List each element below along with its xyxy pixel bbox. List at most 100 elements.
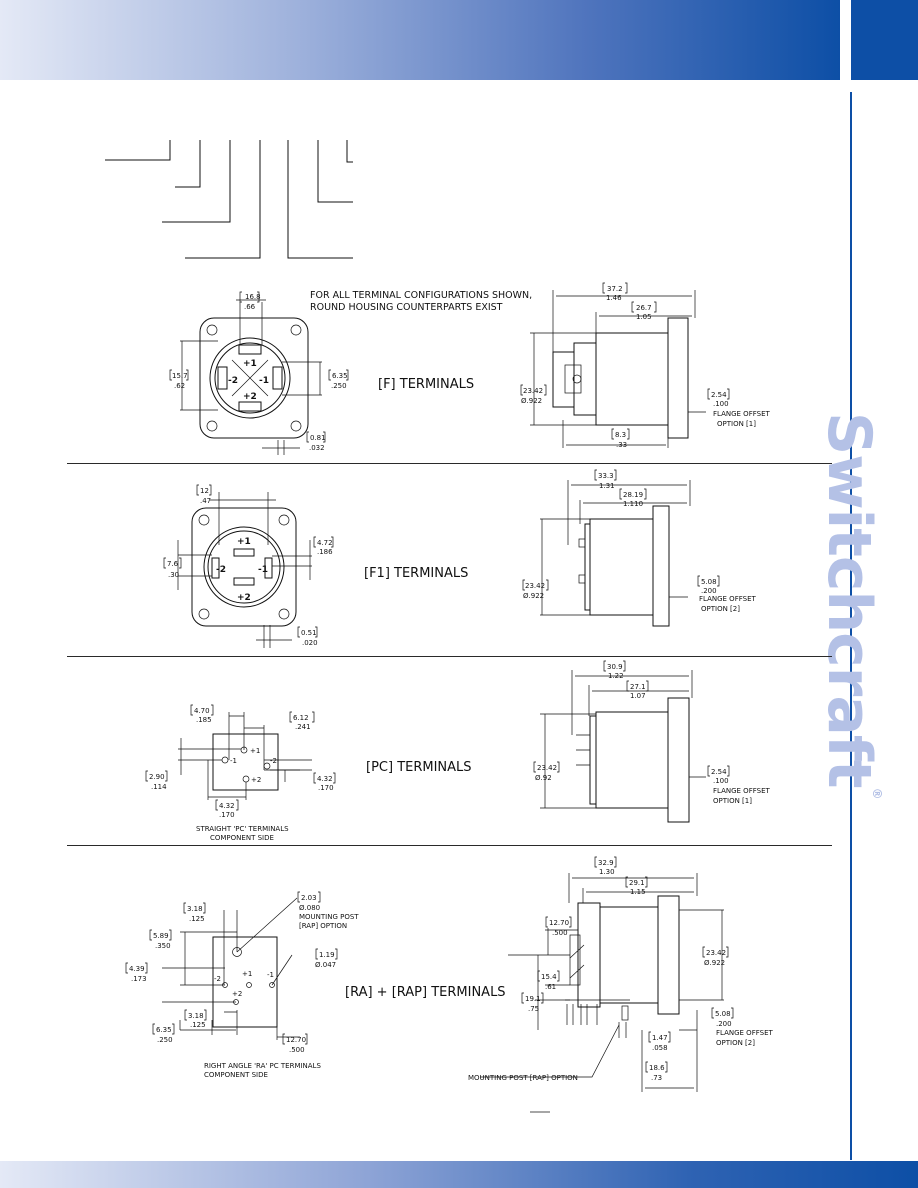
- ra-dim-b-mm: 2.03: [301, 894, 317, 902]
- ra-dim-dia-in: Ø.922: [704, 959, 725, 967]
- ra-dim-overall-in: 1.30: [599, 868, 615, 876]
- all-terminals-note-2: ROUND HOUSING COUNTERPARTS EXIST: [310, 302, 503, 313]
- section-divider: [67, 656, 832, 657]
- f1-pin-minus2: -2: [216, 565, 226, 575]
- f1-dim-terminal-mm: 4.72: [317, 539, 333, 547]
- pc-pin-plus1: +1: [250, 747, 260, 755]
- f-dim-gap-mm: 0.81: [310, 434, 326, 442]
- f-pin-minus2: -2: [228, 376, 238, 386]
- page-side-rule: [850, 92, 852, 1160]
- pc-pin-minus1: -1: [230, 757, 237, 765]
- section-divider: [67, 845, 832, 846]
- pc-pin-plus2: +2: [251, 776, 261, 784]
- f1-pin-minus1: -1: [258, 565, 268, 575]
- f-terminals-title: [F] TERMINALS: [378, 377, 474, 392]
- ra-pin-plus2: +2: [232, 990, 242, 998]
- ra-dim-tail-in: .73: [651, 1074, 662, 1082]
- pc-terminals-title: [PC] TERMINALS: [366, 760, 472, 775]
- ra-dim-g-in: .250: [157, 1036, 173, 1044]
- f1-dim-overall-in: 1.31: [599, 482, 615, 490]
- pc-dim-body-in: 1.07: [630, 692, 646, 700]
- f1-dim-offset-in: .200: [701, 587, 717, 595]
- f-dim-tail-in: .33: [616, 441, 627, 449]
- ra-dim-c-mm: 5.89: [153, 932, 169, 940]
- ra-dim-top-mm: 12.70: [549, 919, 569, 927]
- f1-dim-gap-mm: 0.51: [301, 629, 317, 637]
- ra-pin-plus1: +1: [242, 970, 252, 978]
- pc-dim-a-in: .185: [196, 716, 212, 724]
- ra-caption-2: COMPONENT SIDE: [204, 1071, 268, 1079]
- f1-pin-plus1: +1: [237, 537, 251, 547]
- pc-dim-offset-mm: 2.54: [711, 768, 727, 776]
- all-terminals-note-1: FOR ALL TERMINAL CONFIGURATIONS SHOWN,: [310, 290, 532, 301]
- f1-side-dims: 33.3 1.31 28.19 1.110 23.42 Ø.922 5.08 .…: [522, 469, 756, 613]
- ra-side-dims: 32.9 1.30 29.1 1.15 23.42 Ø.922 12.70 .5…: [468, 856, 773, 1082]
- pc-dim-dia-mm: 23.42: [537, 764, 557, 772]
- f-dim-height-mm: 15.7: [172, 372, 188, 380]
- ra-dim-e-mm: 4.39: [129, 965, 145, 973]
- f-pin-minus1: -1: [259, 376, 269, 386]
- f-dim-height-in: .62: [174, 382, 185, 390]
- ra-pin-minus2: -2: [214, 975, 221, 983]
- f1-dim-body-in: 1.110: [623, 500, 643, 508]
- pc-dim-b-mm: 6.12: [293, 714, 309, 722]
- footer-band: [0, 1161, 918, 1188]
- ra-dim-dia-mm: 23.42: [706, 949, 726, 957]
- pc-dim-c-mm: 2.90: [149, 773, 165, 781]
- ra-dim-a-mm: 3.18: [187, 905, 203, 913]
- ra-dim-post-mm: 1.47: [652, 1034, 668, 1042]
- ra-offset-label-1: FLANGE OFFSET: [716, 1029, 773, 1037]
- f1-dim-width-in: .47: [200, 497, 211, 505]
- pc-offset-label-2: OPTION [1]: [713, 797, 752, 805]
- pc-dim-b-in: .241: [295, 723, 311, 731]
- ra-dim-f-mm: 3.18: [188, 1012, 204, 1020]
- pc-caption-1: STRAIGHT 'PC' TERMINALS: [196, 825, 289, 833]
- f-dim-body-in: 1.05: [636, 313, 652, 321]
- f1-dim-height-in: .30: [168, 571, 179, 579]
- ra-b-label-2: [RAP] OPTION: [299, 922, 347, 930]
- ra-side-view: [480, 873, 724, 1113]
- ra-post-label: MOUNTING POST [RAP] OPTION: [468, 1074, 578, 1082]
- f1-offset-label-2: OPTION [2]: [701, 605, 740, 613]
- pc-dim-e-in: .170: [219, 811, 235, 819]
- f-dim-terminal-mm: 6.35: [332, 372, 348, 380]
- ra-offset-label-2: OPTION [2]: [716, 1039, 755, 1047]
- pc-dim-offset-in: .100: [713, 777, 729, 785]
- pc-side-view: [540, 670, 706, 823]
- f-dim-tail-mm: 8.3: [615, 431, 626, 439]
- ra-b-label-1: MOUNTING POST: [299, 913, 359, 921]
- ra-dim-b-in: Ø.080: [299, 904, 320, 912]
- pc-dim-dia-in: Ø.92: [535, 774, 552, 782]
- f1-dim-overall-mm: 33.3: [598, 472, 614, 480]
- f1-dim-body-mm: 28.19: [623, 491, 643, 499]
- f-dim-width-in: .66: [244, 303, 256, 311]
- ra-dim-c-in: .350: [155, 942, 171, 950]
- f1-pin-plus2: +2: [237, 593, 251, 603]
- ra-dim-g-mm: 6.35: [156, 1026, 172, 1034]
- ra-caption-1: RIGHT ANGLE 'RA' PC TERMINALS: [204, 1062, 321, 1070]
- pc-dim-overall-mm: 30.9: [607, 663, 623, 671]
- pc-pin-minus2: -2: [270, 757, 277, 765]
- ra-terminals-title: [RA] + [RAP] TERMINALS: [345, 985, 506, 1000]
- ra-dim-h-mm: 12.70: [286, 1036, 306, 1044]
- f-dim-gap-in: .032: [309, 444, 325, 452]
- ra-dim-mid-mm: 15.4: [541, 973, 557, 981]
- f1-dim-height-mm: 7.6: [167, 560, 179, 568]
- section-divider: [67, 463, 832, 464]
- f1-dim-dia-in: Ø.922: [523, 592, 544, 600]
- pc-layout-dims: 4.70 .185 6.12 .241 2.90 .114 4.32 .170 …: [145, 704, 336, 842]
- f-dim-offset-mm: 2.54: [711, 391, 727, 399]
- ra-dim-offset-in: .200: [716, 1020, 732, 1028]
- f-dim-width-mm: 16.8: [245, 293, 261, 301]
- ra-dim-d-in: Ø.047: [315, 961, 336, 969]
- ra-dim-low-in: .75: [528, 1005, 539, 1013]
- ra-dim-top-in: .500: [552, 929, 568, 937]
- pc-layout: +1 -1 +2 -2: [178, 712, 312, 800]
- f1-dim-width-mm: 12: [200, 487, 209, 495]
- ra-layout: -2 +1 -1 +2: [162, 897, 300, 1040]
- ra-dim-body-mm: 29.1: [629, 879, 645, 887]
- ra-dim-a-in: .125: [189, 915, 205, 923]
- ra-dim-body-in: 1.15: [630, 888, 646, 896]
- f-dim-dia-in: Ø.922: [521, 397, 542, 405]
